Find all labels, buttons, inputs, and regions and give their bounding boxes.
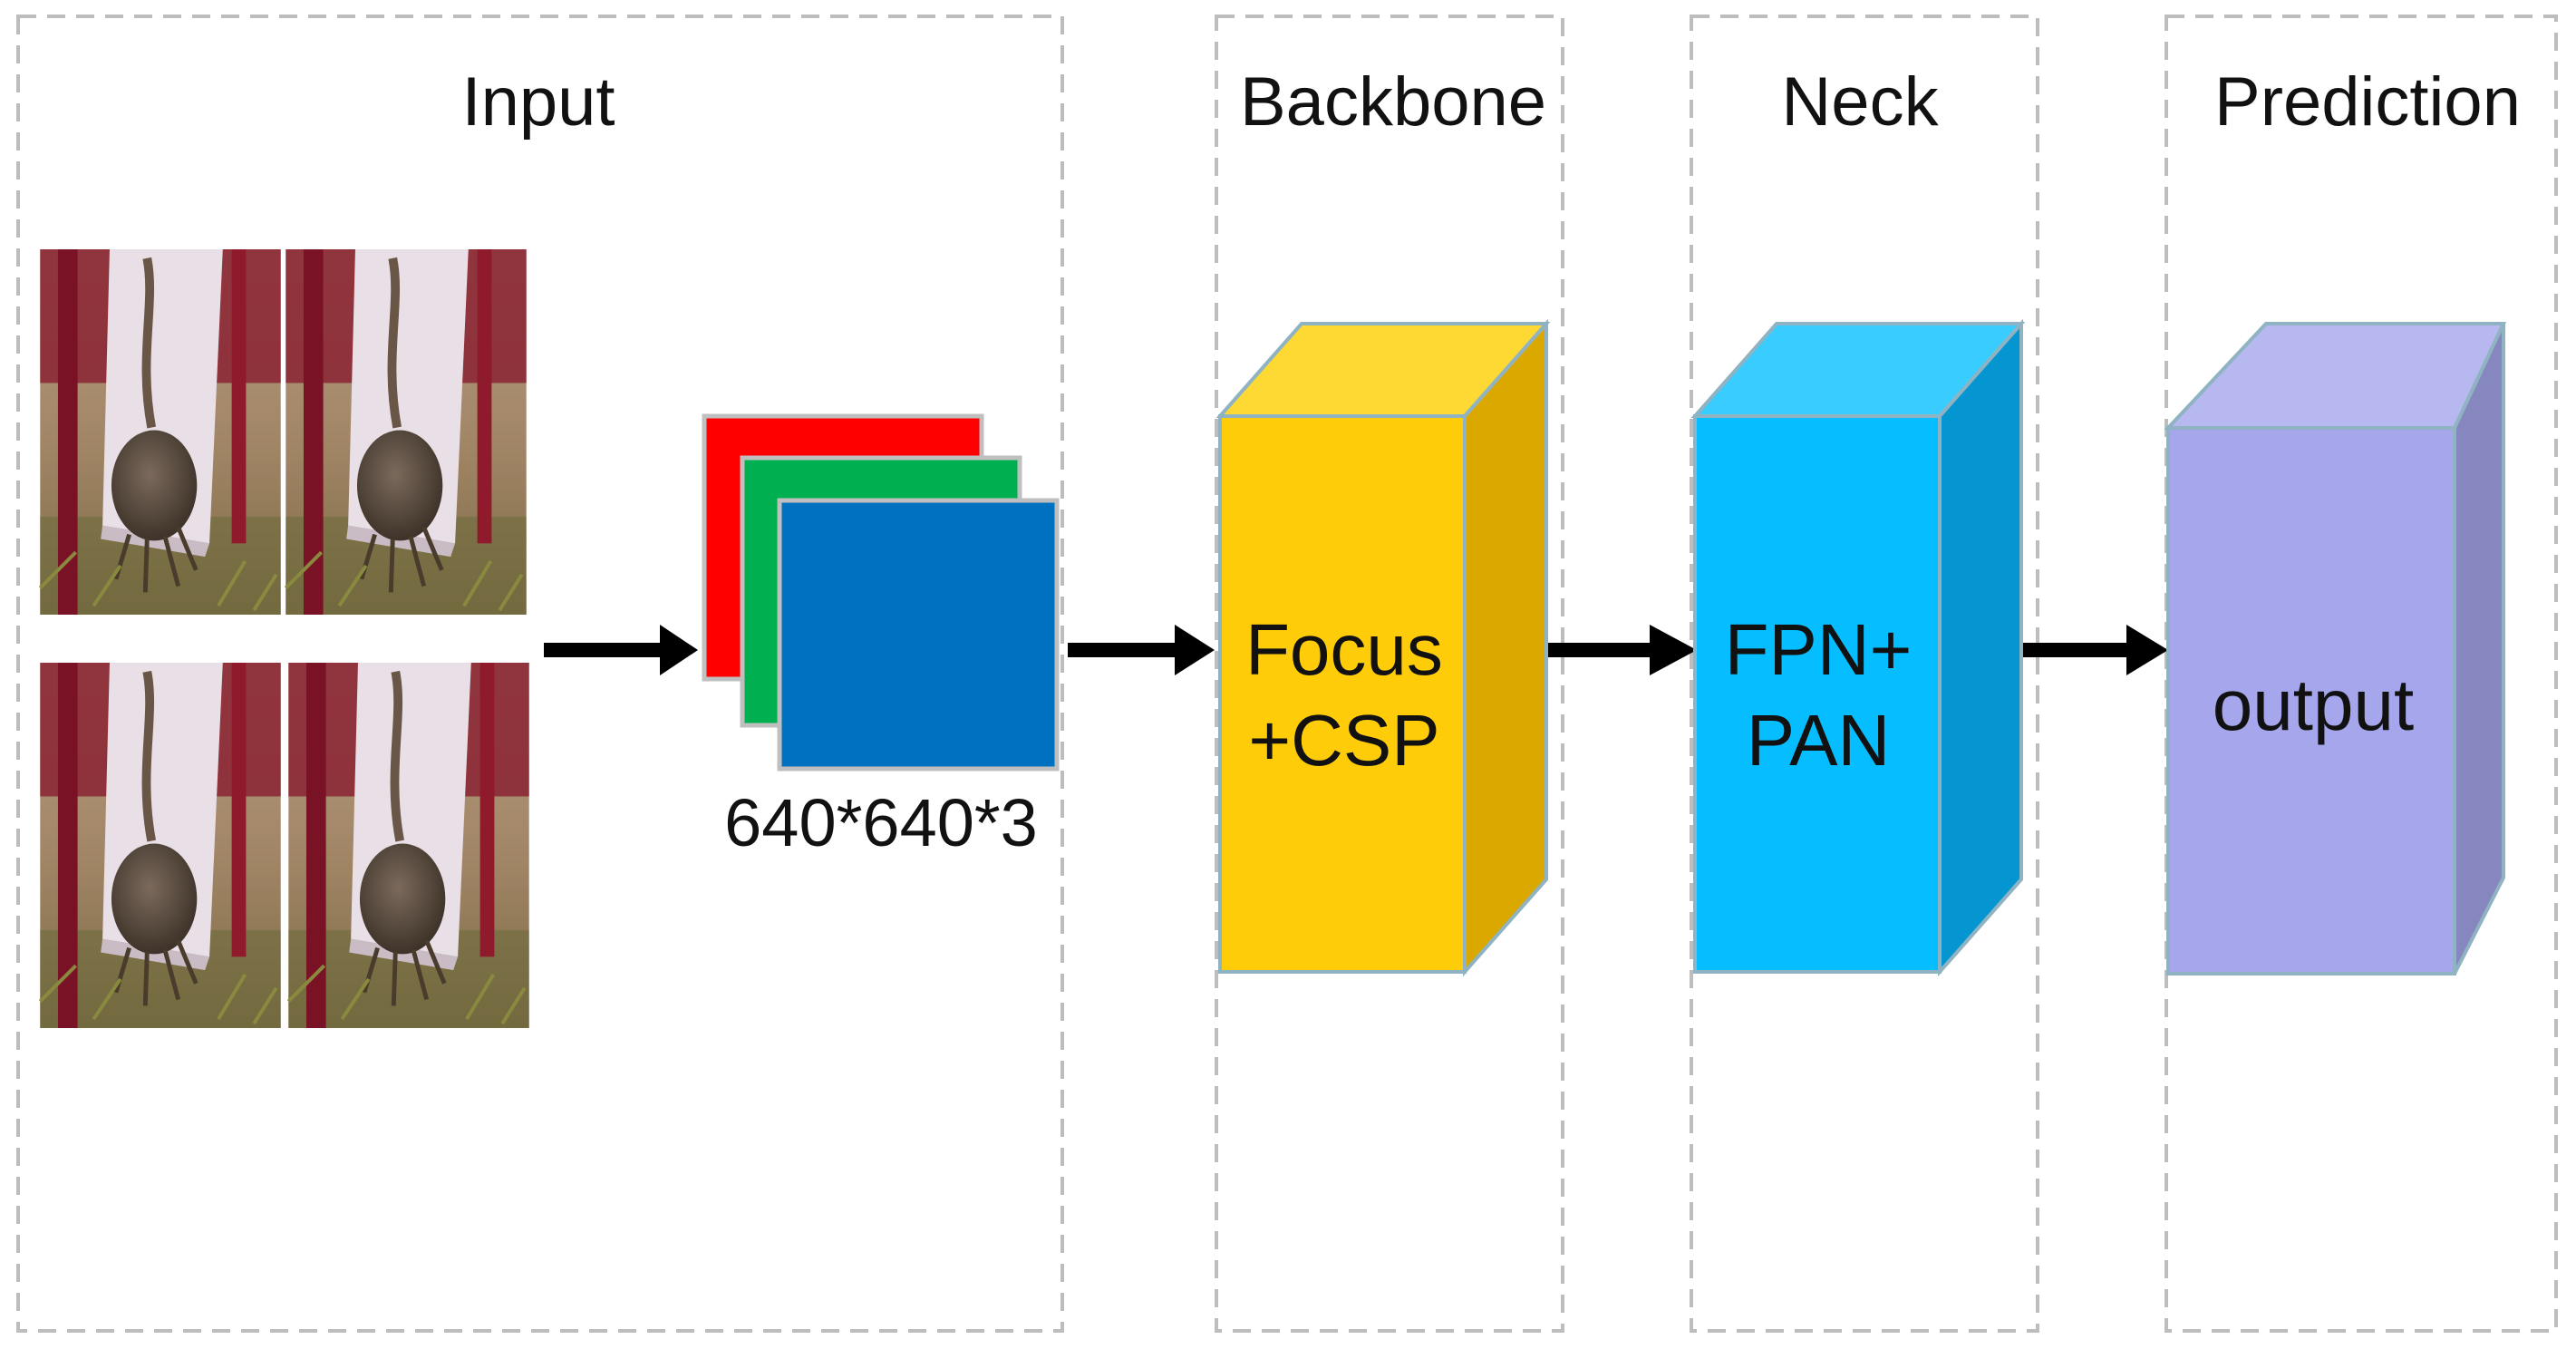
prediction-section-frame — [2164, 15, 2558, 1333]
backbone-block-label-line1: Focus — [1245, 609, 1443, 690]
arrow-tensor-to-backbone — [1068, 625, 1215, 675]
mosaic-tile-4 — [288, 663, 528, 1028]
neck-block-front — [1693, 414, 1942, 974]
backbone-block-side — [1463, 318, 1548, 977]
neck-title: Neck — [1781, 63, 1939, 141]
neck-section-frame — [1690, 15, 2039, 1333]
prediction-block-label: output — [2213, 665, 2414, 745]
mosaic-tile-3 — [40, 663, 280, 1028]
prediction-block-front — [2166, 426, 2456, 975]
rgb-tensor-stack — [702, 413, 1060, 772]
neck-block-label-line2: PAN — [1747, 700, 1891, 781]
backbone-block: Focus +CSP — [1215, 318, 1551, 977]
backbone-title: Backbone — [1240, 63, 1546, 141]
backbone-block-label-line2: +CSP — [1248, 700, 1439, 781]
prediction-block: output — [2164, 322, 2507, 975]
prediction-title: Prediction — [2214, 63, 2521, 141]
mosaic-input-images — [40, 249, 528, 1028]
arrow-backbone-to-neck — [1546, 625, 1697, 675]
mosaic-tile-1 — [40, 249, 280, 615]
backbone-block-front — [1218, 414, 1467, 974]
prediction-block-side — [2453, 323, 2505, 975]
mosaic-tile-2 — [286, 249, 526, 615]
neck-block: FPN+ PAN — [1690, 318, 2026, 977]
blue-channel-layer — [777, 498, 1060, 772]
backbone-section-frame — [1215, 15, 1564, 1333]
neck-block-label-line1: FPN+ — [1725, 609, 1913, 690]
input-section-frame — [16, 15, 1064, 1333]
input-title: Input — [461, 63, 615, 141]
tensor-size-label: 640*640*3 — [724, 785, 1038, 860]
arrow-neck-to-prediction — [2019, 625, 2168, 675]
prediction-block-top — [2164, 322, 2507, 430]
neck-block-side — [1938, 318, 2023, 977]
arrow-input-to-tensor — [544, 625, 698, 675]
